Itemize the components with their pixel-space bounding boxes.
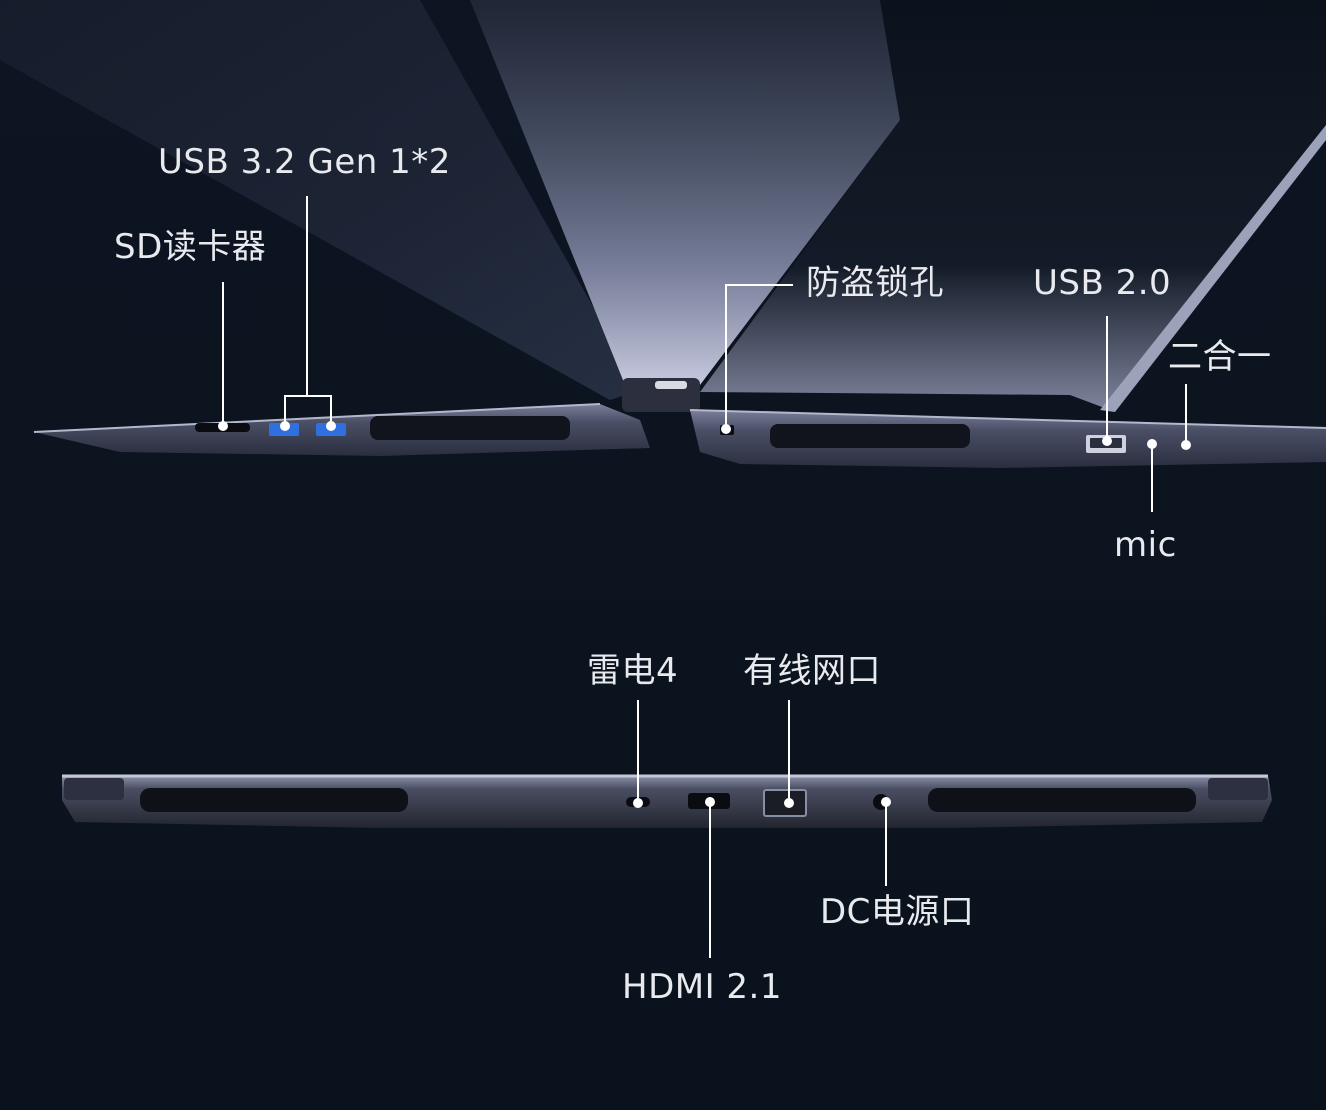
label-mic: mic bbox=[1114, 525, 1177, 565]
rear-left-hinge bbox=[64, 778, 124, 800]
light-beam bbox=[470, 0, 900, 385]
leader-usb32-right bbox=[330, 395, 332, 425]
leader-lock-slot-h bbox=[725, 284, 793, 286]
dot-sd-reader bbox=[218, 421, 228, 431]
label-combo-jack: 二合一 bbox=[1168, 337, 1272, 377]
label-hdmi: HDMI 2.1 bbox=[622, 967, 782, 1007]
leader-thunderbolt bbox=[637, 700, 639, 802]
leader-usb32-bar bbox=[284, 395, 331, 397]
leader-ethernet bbox=[788, 700, 790, 802]
leader-usb32-left bbox=[284, 395, 286, 425]
right-base-edge bbox=[689, 409, 1326, 429]
dot-usb20 bbox=[1102, 436, 1112, 446]
label-usb20: USB 2.0 bbox=[1033, 263, 1172, 303]
right-lid-edge bbox=[1100, 125, 1326, 412]
leader-sd-reader bbox=[222, 282, 224, 426]
dot-lock-slot bbox=[721, 424, 731, 434]
dot-usb32-1 bbox=[280, 421, 290, 431]
leader-dc-power bbox=[885, 802, 887, 886]
dot-ethernet bbox=[784, 798, 794, 808]
left-vent bbox=[370, 416, 570, 440]
label-sd-reader: SD读卡器 bbox=[114, 227, 267, 267]
rear-right-vent bbox=[928, 788, 1196, 812]
leader-usb20 bbox=[1106, 316, 1108, 440]
dot-hdmi bbox=[705, 797, 715, 807]
hinge-highlight bbox=[655, 381, 687, 389]
dot-dc-power bbox=[881, 797, 891, 807]
label-thunderbolt: 雷电4 bbox=[587, 651, 679, 691]
rear-left-vent bbox=[140, 788, 408, 812]
dot-thunderbolt bbox=[633, 798, 643, 808]
label-ethernet: 有线网口 bbox=[743, 651, 881, 691]
leader-mic bbox=[1151, 444, 1153, 512]
right-lid bbox=[700, 0, 1326, 410]
left-base-edge bbox=[33, 403, 601, 433]
label-lock-slot: 防盗锁孔 bbox=[806, 263, 944, 303]
label-dc-power: DC电源口 bbox=[820, 892, 975, 932]
rear-right-hinge bbox=[1208, 778, 1268, 800]
right-vent bbox=[770, 424, 970, 448]
dot-combo-jack bbox=[1181, 440, 1191, 450]
leader-combo-jack bbox=[1185, 384, 1187, 444]
leader-hdmi bbox=[709, 802, 711, 958]
left-lid bbox=[0, 0, 640, 400]
dot-usb32-2 bbox=[326, 421, 336, 431]
leader-usb32-stem bbox=[306, 196, 308, 396]
leader-lock-slot-v bbox=[725, 284, 727, 428]
dot-mic bbox=[1147, 439, 1157, 449]
label-usb32: USB 3.2 Gen 1*2 bbox=[158, 142, 451, 182]
